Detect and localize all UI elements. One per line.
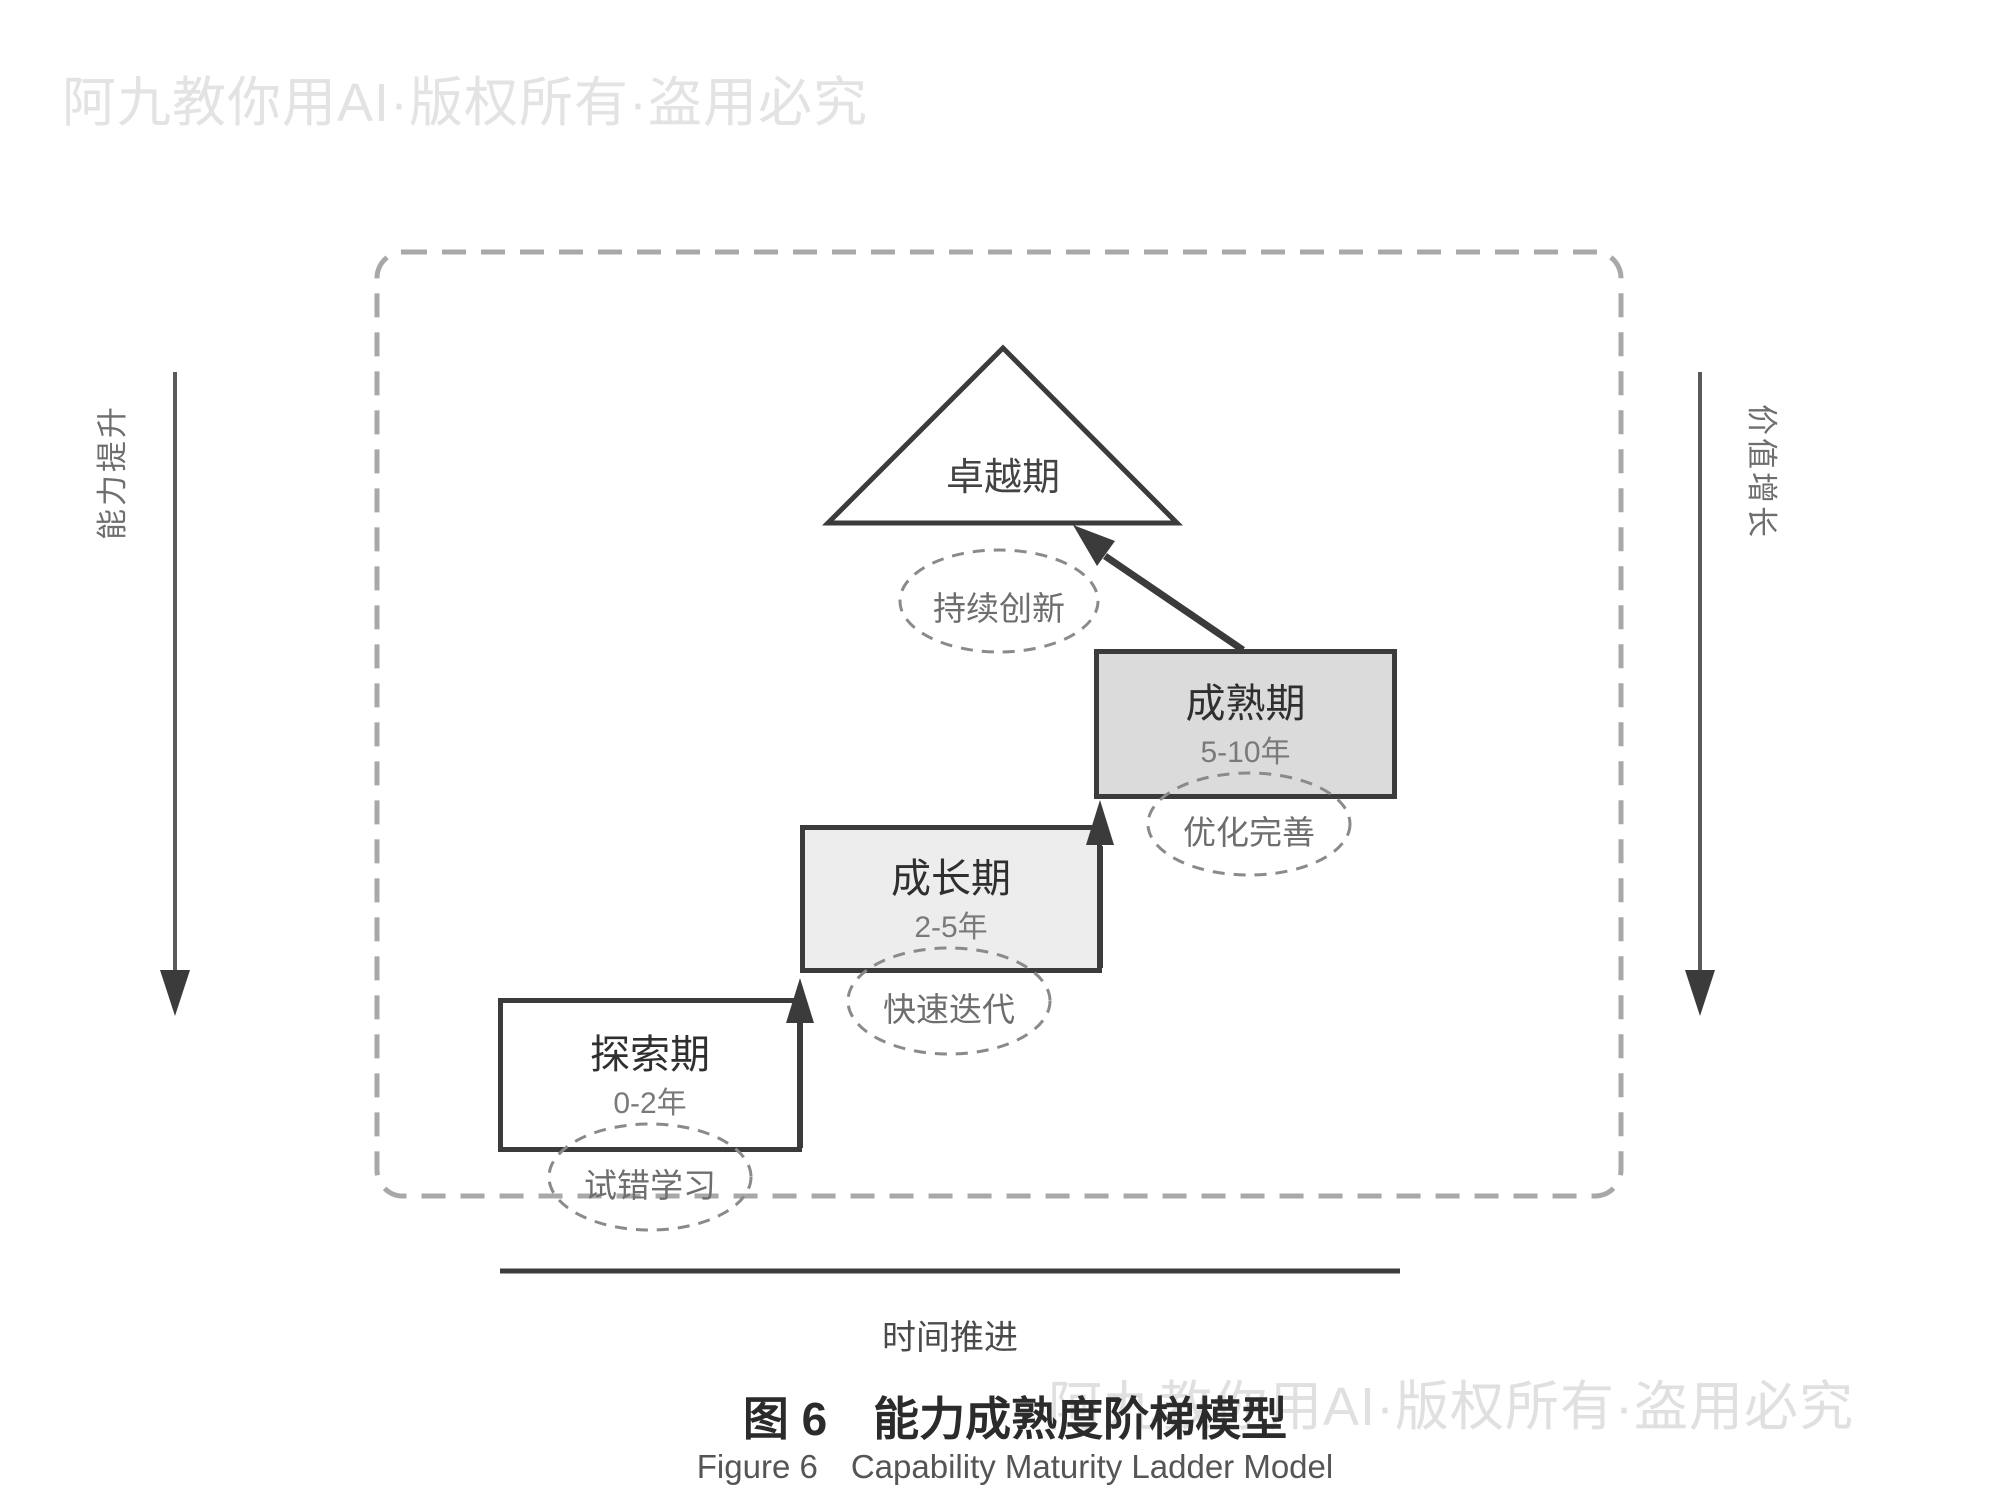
value-axis-label: 价值增长 <box>1744 404 1779 540</box>
excellence-activity-label: 持续创新 <box>933 590 1065 627</box>
stage-box-growth: 成长期 2-5年 <box>800 825 1102 973</box>
stage-box-mature: 成熟期 5-10年 <box>1094 649 1397 799</box>
right-axis-down-arrow-icon <box>1685 970 1715 1016</box>
stage-box-explore: 探索期 0-2年 <box>498 998 802 1152</box>
stage-mature-period: 5-10年 <box>1200 735 1291 769</box>
timeline-label: 时间推进 <box>882 1319 1018 1357</box>
figure-caption-en: Figure 6 Capability Maturity Ladder Mode… <box>696 1448 1334 1485</box>
capability-axis-label: 能力提升 <box>95 404 130 540</box>
explore-activity-label: 试错学习 <box>584 1167 716 1204</box>
figure-caption-zh: 图 6 能力成熟度阶梯模型 <box>742 1393 1288 1445</box>
stage-growth-name: 成长期 <box>891 856 1011 901</box>
watermark-top-left: 阿九教你用AI·版权所有·盗用必究 <box>62 73 868 133</box>
mature-activity-label: 优化完善 <box>1183 814 1315 851</box>
stage-growth-period: 2-5年 <box>914 910 988 944</box>
watermark-bottom-right: 阿九教你用AI·版权所有·盗用必究 <box>1048 1377 1854 1437</box>
stage-explore-name: 探索期 <box>590 1032 710 1077</box>
step-arrow-3-shaft <box>1103 553 1245 653</box>
left-axis-down-arrow-icon <box>160 970 190 1016</box>
stage-mature-name: 成熟期 <box>1185 681 1306 726</box>
stage-explore-period: 0-2年 <box>613 1086 687 1120</box>
stage-excellence-name: 卓越期 <box>945 457 1060 499</box>
growth-activity-label: 快速迭代 <box>883 991 1015 1028</box>
step-arrow-3-up-left-arrow-icon <box>1073 525 1115 566</box>
